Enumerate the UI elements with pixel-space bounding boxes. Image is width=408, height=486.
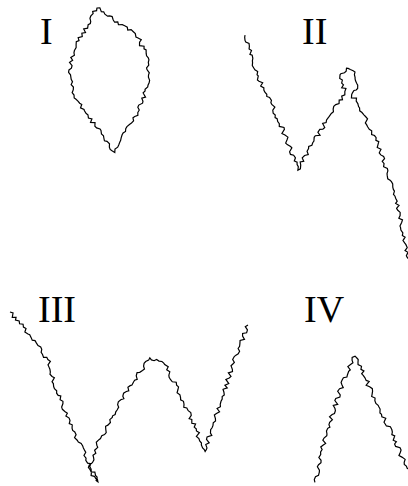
panel-label: I [40, 12, 53, 50]
walk-curve [245, 35, 408, 265]
panel-label: III [38, 290, 76, 328]
walk-curve [314, 356, 408, 482]
panel-label: IV [304, 290, 344, 328]
panel-label: II [302, 12, 327, 50]
walk-curve [10, 312, 248, 482]
closed-walk-curve [69, 8, 150, 153]
